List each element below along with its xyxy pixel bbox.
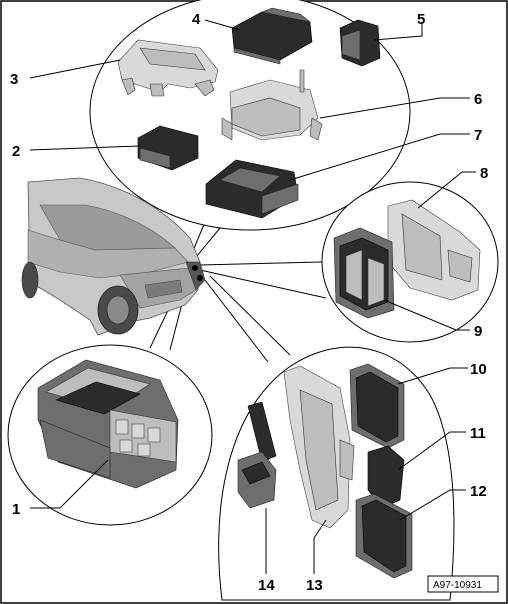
callout-8: 8 <box>480 165 488 182</box>
leader-11 <box>397 431 466 471</box>
component-3-bracket <box>117 39 219 97</box>
leader-1 <box>30 459 109 509</box>
component-8-bracket <box>387 199 481 301</box>
reference-code: A97-10931 <box>433 580 482 591</box>
component-14-module <box>237 401 277 509</box>
callout-6: 6 <box>474 91 482 108</box>
leader-10 <box>397 367 468 385</box>
vehicle-illustration <box>21 177 206 336</box>
component-4-module <box>231 7 313 65</box>
connector-right-bubble-2 <box>199 269 327 299</box>
connector-bottom-bubble-2 <box>209 275 291 356</box>
component-6-bracket <box>221 69 323 141</box>
component-11-connector <box>367 445 405 509</box>
connector-bottom-bubble <box>204 279 269 363</box>
component-9-fusebox <box>333 227 395 319</box>
callout-11: 11 <box>470 425 486 442</box>
component-10-module <box>349 363 405 449</box>
leader-7 <box>289 133 470 181</box>
leader-8 <box>417 171 476 209</box>
reference-code-box <box>427 575 499 593</box>
callout-1: 1 <box>12 501 20 518</box>
callout-12: 12 <box>470 483 487 500</box>
callout-3: 3 <box>10 71 18 88</box>
component-12-module <box>355 493 413 579</box>
connector-right-bubble <box>199 261 323 266</box>
component-2-module <box>137 125 199 171</box>
callout-4: 4 <box>192 11 201 28</box>
callout-7: 7 <box>474 127 482 144</box>
callout-10: 10 <box>470 361 487 378</box>
callout-5: 5 <box>417 11 425 28</box>
callout-9: 9 <box>474 323 482 340</box>
component-7-module <box>205 159 299 219</box>
leader-2 <box>29 145 141 151</box>
leader-6 <box>319 97 470 119</box>
callout-2: 2 <box>12 143 20 160</box>
leader-5 <box>373 22 423 41</box>
callout-13: 13 <box>306 577 323 594</box>
component-13-bracket <box>283 365 355 529</box>
component-1-fuse-relay-carrier <box>37 359 179 489</box>
leader-12 <box>399 489 466 521</box>
leader-3 <box>29 59 121 79</box>
leader-9 <box>383 299 470 331</box>
callout-14: 14 <box>258 577 275 594</box>
component-5-module <box>339 19 381 67</box>
leader-13 <box>313 519 327 574</box>
leader-4 <box>204 19 241 31</box>
